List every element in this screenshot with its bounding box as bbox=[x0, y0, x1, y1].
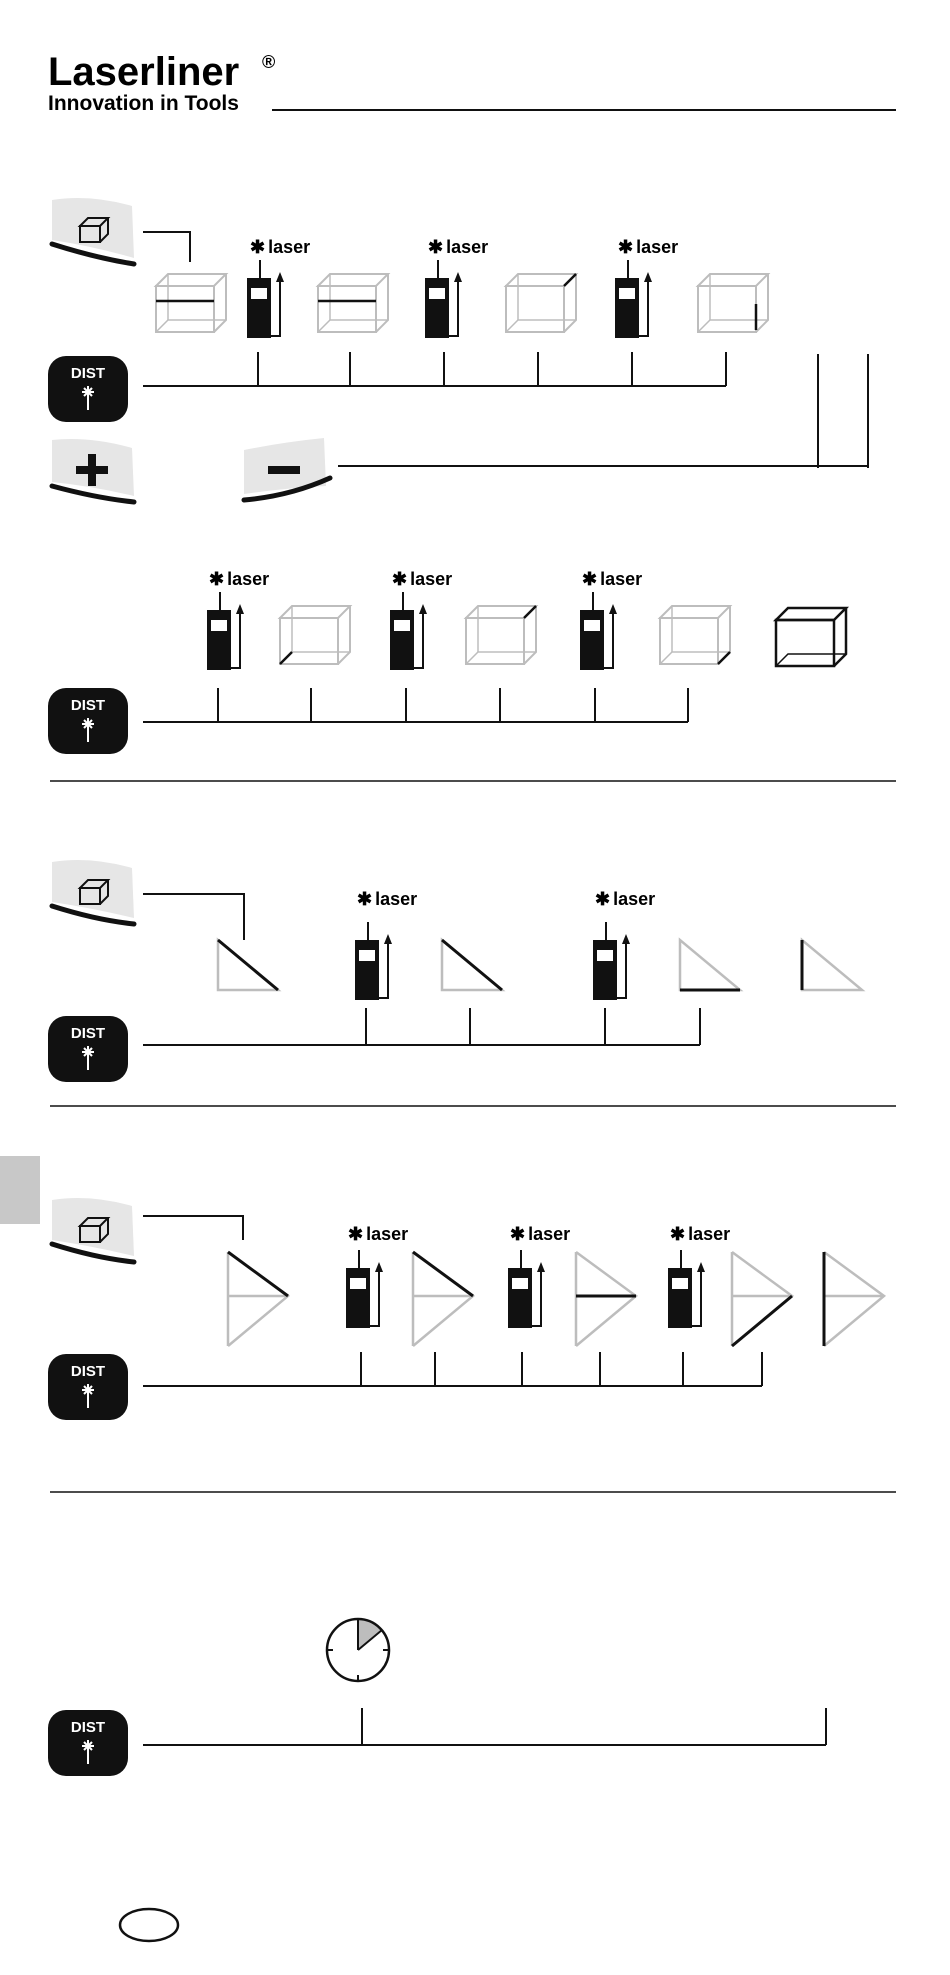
svg-text:DIST: DIST bbox=[71, 697, 105, 714]
laser-device-5 bbox=[390, 592, 427, 670]
brand-tagline: Innovation in Tools bbox=[48, 92, 239, 115]
function-button[interactable] bbox=[52, 198, 134, 264]
laser-label-2: ✱laser bbox=[428, 237, 488, 257]
dist-button[interactable]: DIST bbox=[48, 356, 128, 422]
complete-box-icon bbox=[776, 608, 846, 666]
svg-text:✱laser: ✱laser bbox=[209, 569, 269, 589]
svg-text:DIST: DIST bbox=[71, 365, 105, 382]
clock-icon bbox=[327, 1619, 389, 1681]
dist-button[interactable]: DIST bbox=[48, 1354, 128, 1420]
brand-header: Laserliner ® Innovation in Tools bbox=[48, 50, 896, 115]
laser-device-6 bbox=[580, 592, 617, 670]
dist-button[interactable]: DIST bbox=[48, 688, 128, 754]
dist-button[interactable]: DIST bbox=[48, 1016, 128, 1082]
section-timer: DIST bbox=[48, 1619, 826, 1776]
svg-text:✱laser: ✱laser bbox=[670, 1224, 730, 1244]
laser-device-1 bbox=[247, 260, 284, 338]
laser-label-3: ✱laser bbox=[618, 237, 678, 257]
svg-text:✱laser: ✱laser bbox=[582, 569, 642, 589]
dist-button[interactable]: DIST bbox=[48, 1710, 128, 1776]
laser-label-1: ✱laser bbox=[250, 237, 310, 257]
section-indirect: ✱laser ✱laser ✱laser DIST bbox=[48, 1198, 884, 1420]
svg-text:✱laser: ✱laser bbox=[510, 1224, 570, 1244]
section-area: ✱laser ✱laser DIST bbox=[48, 860, 862, 1082]
page-oval bbox=[120, 1909, 178, 1941]
svg-text:✱laser: ✱laser bbox=[348, 1224, 408, 1244]
svg-text:✱laser: ✱laser bbox=[357, 889, 417, 909]
svg-text:DIST: DIST bbox=[71, 1363, 105, 1380]
laser-device-2 bbox=[425, 260, 462, 338]
laser-device-3 bbox=[615, 260, 652, 338]
section-volume: ✱laser ✱laser ✱laser DIST bbox=[48, 198, 868, 502]
svg-text:✱laser: ✱laser bbox=[392, 569, 452, 589]
function-button[interactable] bbox=[52, 860, 134, 924]
registered-mark: ® bbox=[262, 52, 275, 72]
minus-button[interactable] bbox=[244, 438, 330, 500]
brand-name: Laserliner bbox=[48, 50, 239, 94]
gray-tab bbox=[0, 1156, 40, 1224]
svg-text:DIST: DIST bbox=[71, 1025, 105, 1042]
svg-text:DIST: DIST bbox=[71, 1719, 105, 1736]
laser-device-4 bbox=[207, 592, 244, 670]
plus-button[interactable] bbox=[52, 439, 134, 502]
section-volume-result: ✱laser ✱laser ✱laser DIST bbox=[48, 569, 846, 754]
svg-text:✱laser: ✱laser bbox=[595, 889, 655, 909]
function-button[interactable] bbox=[52, 1198, 134, 1262]
